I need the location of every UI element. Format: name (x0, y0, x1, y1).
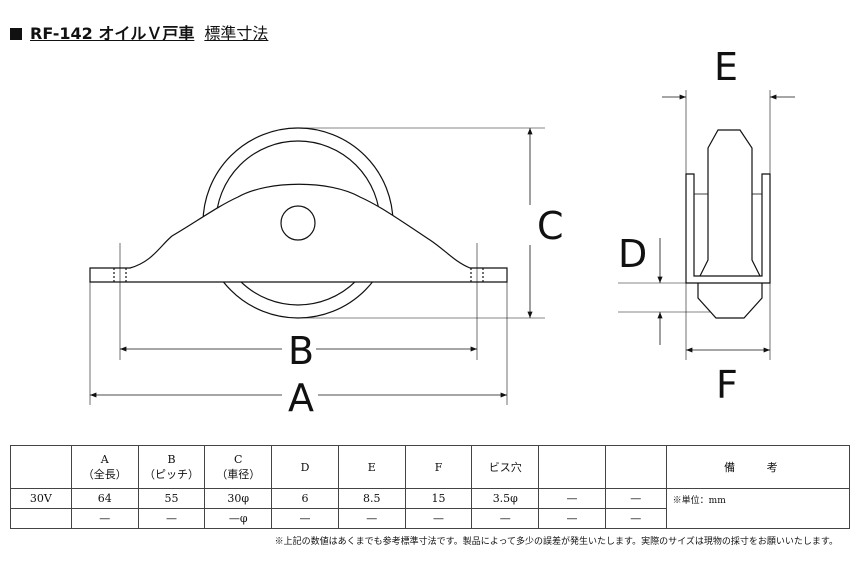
row-label (10, 508, 72, 529)
title-sub: 標準寸法 (204, 24, 269, 43)
header-f: F (404, 445, 473, 489)
title-square-icon (10, 28, 22, 40)
cell: 15 (404, 488, 473, 509)
header-d: D (271, 445, 339, 489)
wheel-profile (697, 129, 763, 319)
cell: 6 (271, 488, 339, 509)
cell: 64 (70, 488, 139, 509)
cell: — (337, 508, 406, 529)
cell: 8.5 (337, 488, 406, 509)
bracket-channel (685, 173, 771, 284)
cell: 55 (137, 488, 206, 509)
cell: — (538, 508, 606, 529)
row-label: 30V (10, 488, 72, 509)
label-b: B (288, 329, 314, 373)
page-title: RF-142 オイルＶ戸車標準寸法 (10, 20, 268, 44)
header-screw-hole: ビス穴 (471, 445, 540, 489)
cell: — (604, 488, 667, 509)
cell: 3.5φ (471, 488, 540, 509)
footnote: ※上記の数値はあくまでも参考標準寸法です。製品によって多少の誤差が発生いたします… (274, 537, 838, 547)
label-e: E (714, 45, 738, 89)
label-a: A (288, 376, 314, 420)
spec-table: A（全長） B（ピッチ） C（車径） D E F ビス穴 備 考 30V 64 … (10, 445, 850, 529)
header-blank (10, 445, 72, 489)
header-empty-1 (538, 445, 606, 489)
table-row: — — —φ — — — — — — (10, 508, 850, 529)
side-dimensions (657, 94, 795, 353)
label-f: F (716, 363, 738, 407)
header-e: E (337, 445, 406, 489)
cell: — (538, 488, 606, 509)
header-empty-2 (604, 445, 667, 489)
cell: — (404, 508, 473, 529)
cell: — (604, 508, 667, 529)
header-a: A（全長） (70, 445, 139, 489)
front-view (89, 127, 545, 405)
cell: 30φ (204, 488, 273, 509)
title-main: RF-142 オイルＶ戸車 (30, 24, 195, 43)
cell: — (70, 508, 139, 529)
cell: — (471, 508, 540, 529)
side-view (618, 90, 771, 360)
technical-drawing: B A C E D F (89, 45, 795, 420)
remarks-cell: ※単位：mm (665, 488, 850, 529)
cell: — (137, 508, 206, 529)
header-c: C（車径） (204, 445, 273, 489)
table-row: 30V 64 55 30φ 6 8.5 15 3.5φ — — ※単位：mm (10, 488, 850, 529)
cell: — (271, 508, 339, 529)
cell: —φ (204, 508, 273, 529)
header-b: B（ピッチ） (137, 445, 206, 489)
header-remarks: 備 考 (665, 445, 850, 489)
table-header-row: A（全長） B（ピッチ） C（車径） D E F ビス穴 備 考 (10, 445, 850, 489)
label-c: C (537, 204, 564, 248)
label-d: D (618, 232, 647, 276)
